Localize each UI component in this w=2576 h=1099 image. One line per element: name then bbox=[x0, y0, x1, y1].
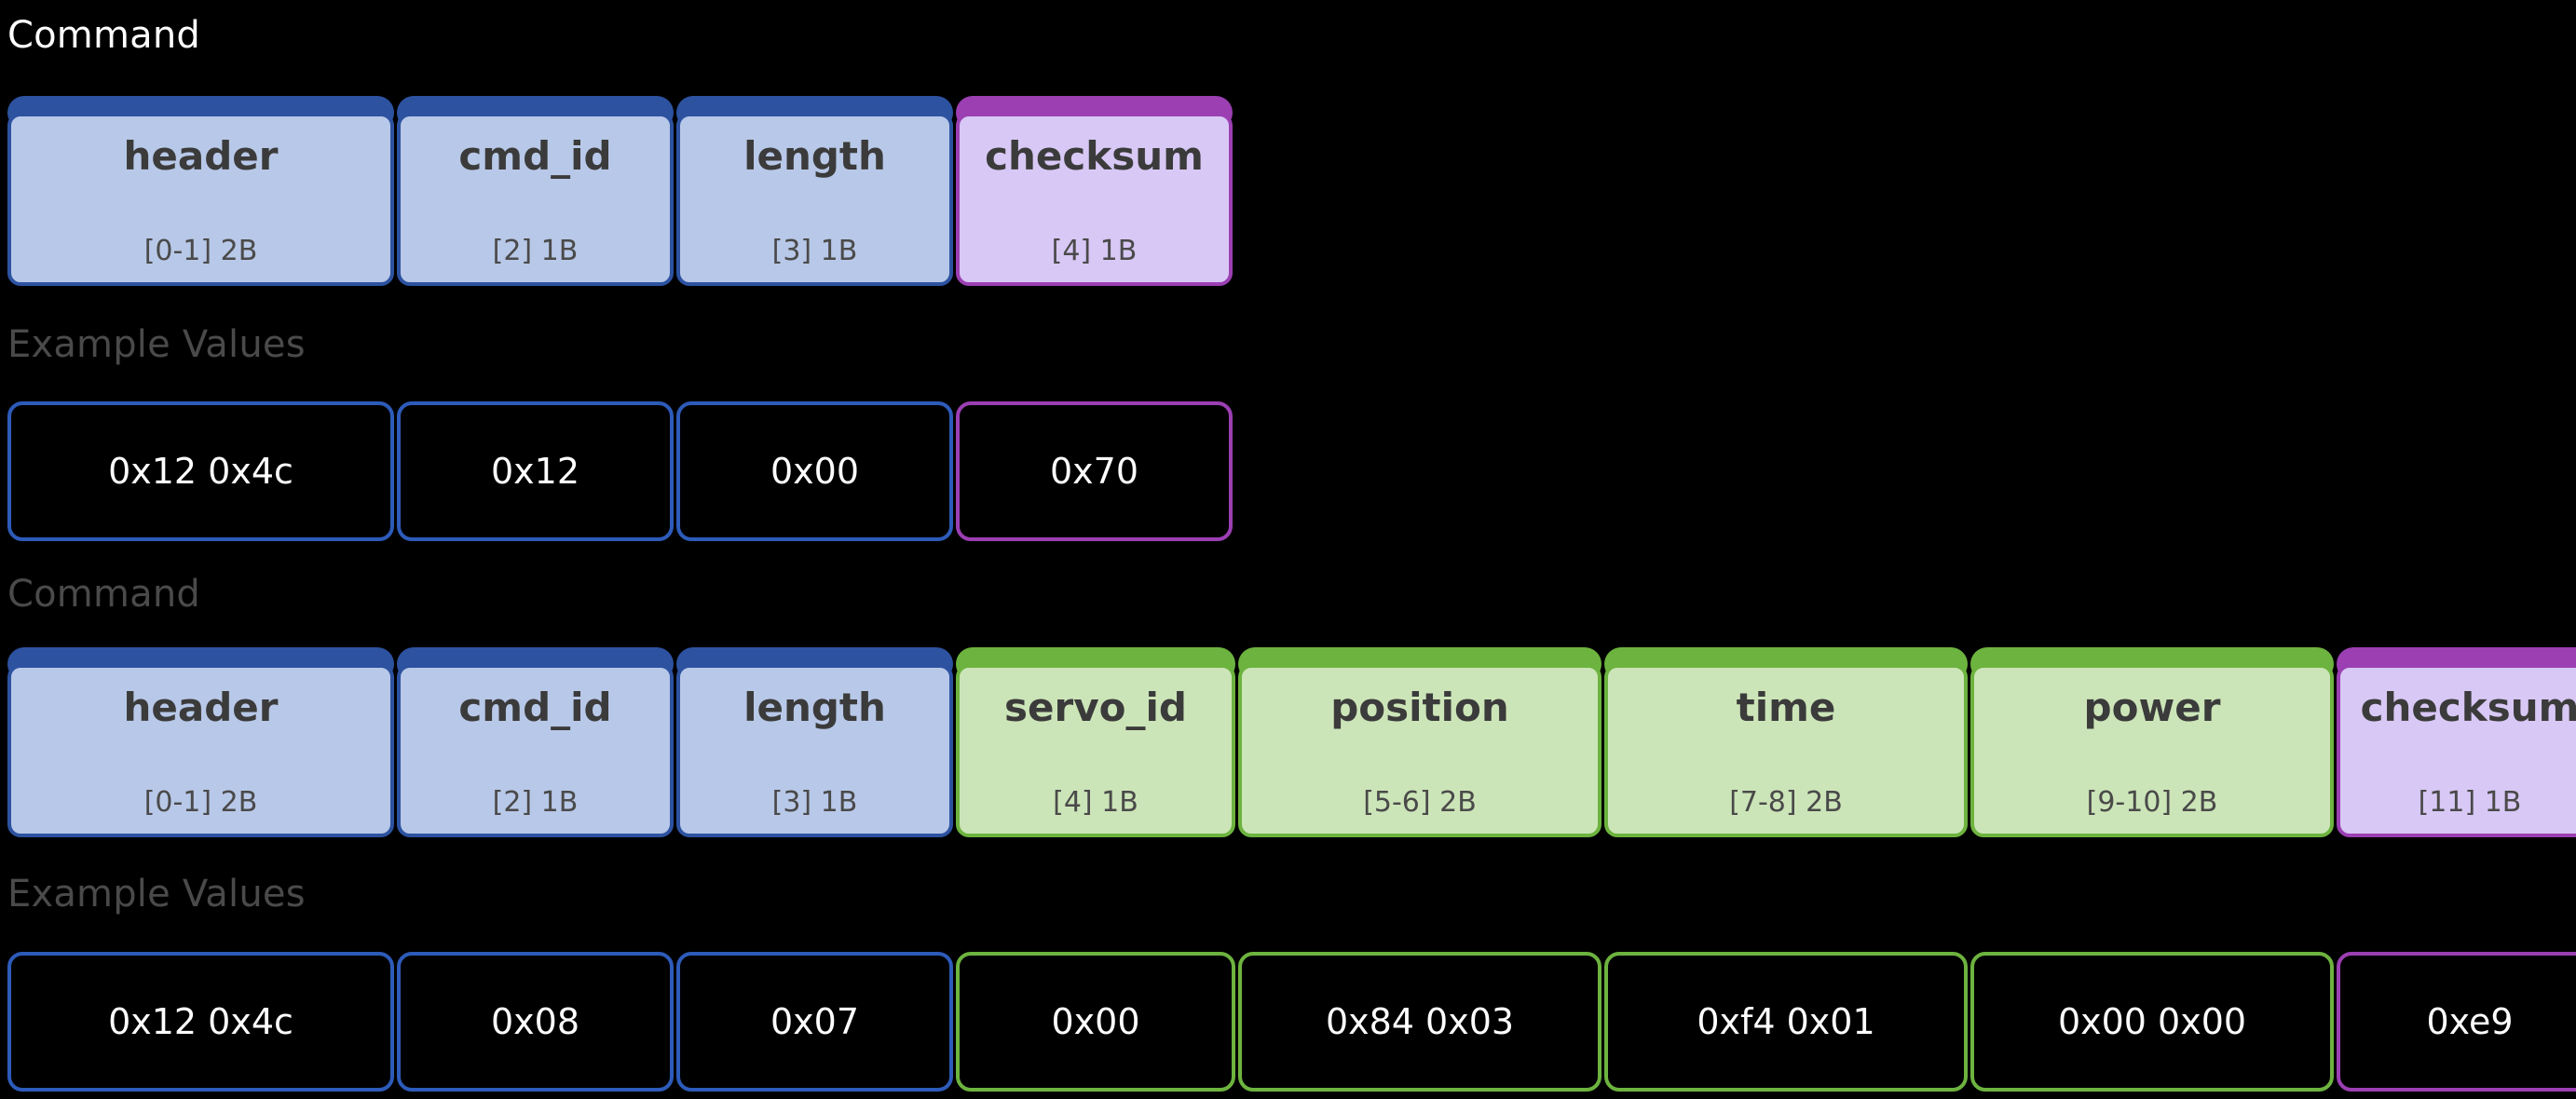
field-length[interactable]: length [3] 1B bbox=[676, 96, 953, 286]
value-checksum[interactable]: 0x70 bbox=[956, 401, 1233, 541]
field-length-name: length bbox=[743, 685, 886, 730]
field-header-name: header bbox=[123, 685, 279, 730]
field-servo-id-range: [4] 1B bbox=[1053, 786, 1138, 819]
value-cmd-id[interactable]: 0x08 bbox=[397, 952, 674, 1092]
field-length-name: length bbox=[743, 133, 886, 179]
field-power-range: [9-10] 2B bbox=[2086, 786, 2218, 819]
field-header[interactable]: header [0-1] 2B bbox=[7, 647, 394, 837]
packet-1-values-label: Example Values bbox=[7, 873, 306, 916]
field-power-name: power bbox=[2083, 685, 2221, 730]
field-cmd-id[interactable]: cmd_id [2] 1B bbox=[397, 647, 674, 837]
field-cmd-id-body: cmd_id [2] 1B bbox=[397, 113, 674, 286]
packet-1-value-row: 0x12 0x4c 0x08 0x07 0x00 0x84 0x03 0xf4 … bbox=[7, 952, 2576, 1092]
field-cmd-id-range: [2] 1B bbox=[492, 786, 579, 819]
packet-1-field-row: header [0-1] 2B cmd_id [2] 1B length [3]… bbox=[7, 647, 2576, 852]
packet-0-title: Command bbox=[7, 14, 200, 57]
field-checksum-range: [11] 1B bbox=[2418, 786, 2522, 819]
packet-1-title: Command bbox=[7, 573, 200, 616]
field-position[interactable]: position [5-6] 2B bbox=[1238, 647, 1601, 837]
value-length[interactable]: 0x07 bbox=[676, 952, 953, 1092]
field-header-body: header [0-1] 2B bbox=[7, 113, 394, 286]
field-checksum[interactable]: checksum [11] 1B bbox=[2337, 647, 2576, 837]
field-length-body: length [3] 1B bbox=[676, 664, 953, 837]
field-header-name: header bbox=[123, 133, 279, 179]
field-checksum-name: checksum bbox=[2360, 685, 2576, 730]
field-checksum[interactable]: checksum [4] 1B bbox=[956, 96, 1233, 286]
field-cmd-id-range: [2] 1B bbox=[492, 235, 579, 267]
value-header[interactable]: 0x12 0x4c bbox=[7, 952, 394, 1092]
value-time[interactable]: 0xf4 0x01 bbox=[1604, 952, 1968, 1092]
field-header-range: [0-1] 2B bbox=[143, 786, 258, 819]
field-checksum-body: checksum [4] 1B bbox=[956, 113, 1233, 286]
field-servo-id-body: servo_id [4] 1B bbox=[956, 664, 1235, 837]
field-length[interactable]: length [3] 1B bbox=[676, 647, 953, 837]
field-time[interactable]: time [7-8] 2B bbox=[1604, 647, 1968, 837]
field-power[interactable]: power [9-10] 2B bbox=[1970, 647, 2334, 837]
field-header[interactable]: header [0-1] 2B bbox=[7, 96, 394, 286]
value-length[interactable]: 0x00 bbox=[676, 401, 953, 541]
value-position[interactable]: 0x84 0x03 bbox=[1238, 952, 1601, 1092]
field-header-body: header [0-1] 2B bbox=[7, 664, 394, 837]
field-servo-id[interactable]: servo_id [4] 1B bbox=[956, 647, 1235, 837]
field-cmd-id-body: cmd_id [2] 1B bbox=[397, 664, 674, 837]
field-position-range: [5-6] 2B bbox=[1363, 786, 1477, 819]
packet-0-values-label: Example Values bbox=[7, 323, 306, 366]
field-time-name: time bbox=[1736, 685, 1836, 730]
value-header[interactable]: 0x12 0x4c bbox=[7, 401, 394, 541]
field-cmd-id-name: cmd_id bbox=[458, 133, 612, 179]
field-length-body: length [3] 1B bbox=[676, 113, 953, 286]
field-cmd-id-name: cmd_id bbox=[458, 685, 612, 730]
field-length-range: [3] 1B bbox=[771, 786, 858, 819]
packet-0-field-row: header [0-1] 2B cmd_id [2] 1B length [3]… bbox=[7, 96, 1233, 301]
field-power-body: power [9-10] 2B bbox=[1970, 664, 2334, 837]
field-cmd-id[interactable]: cmd_id [2] 1B bbox=[397, 96, 674, 286]
packet-0-value-row: 0x12 0x4c 0x12 0x00 0x70 bbox=[7, 401, 1233, 541]
field-checksum-range: [4] 1B bbox=[1051, 235, 1138, 267]
value-power[interactable]: 0x00 0x00 bbox=[1970, 952, 2334, 1092]
field-servo-id-name: servo_id bbox=[1004, 685, 1187, 730]
value-cmd-id[interactable]: 0x12 bbox=[397, 401, 674, 541]
value-servo-id[interactable]: 0x00 bbox=[956, 952, 1235, 1092]
value-checksum[interactable]: 0xe9 bbox=[2337, 952, 2576, 1092]
field-position-body: position [5-6] 2B bbox=[1238, 664, 1601, 837]
field-header-range: [0-1] 2B bbox=[143, 235, 258, 267]
field-checksum-body: checksum [11] 1B bbox=[2337, 664, 2576, 837]
field-position-name: position bbox=[1330, 685, 1509, 730]
field-time-body: time [7-8] 2B bbox=[1604, 664, 1968, 837]
field-length-range: [3] 1B bbox=[771, 235, 858, 267]
field-time-range: [7-8] 2B bbox=[1729, 786, 1843, 819]
field-checksum-name: checksum bbox=[985, 133, 1204, 179]
